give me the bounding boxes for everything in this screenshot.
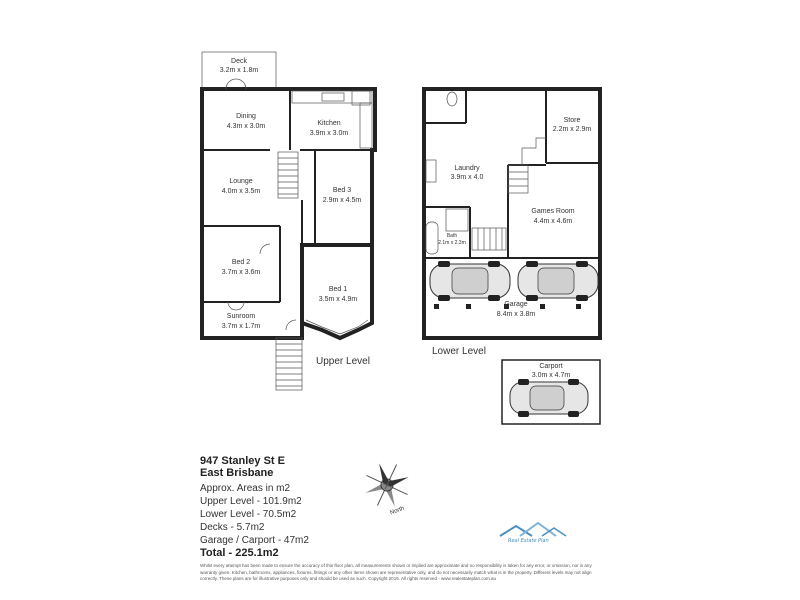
upper-level-plan: Deck 3.2m x 1.8m Dining 4.3m x 3.0m Kitc…	[200, 51, 377, 391]
garage-name: Garage	[504, 301, 527, 308]
sunroom-door	[227, 301, 245, 311]
bed1-name: Bed 1	[329, 286, 347, 293]
sink	[321, 92, 345, 102]
lower-stairs-1	[471, 227, 507, 251]
total-area: Total - 225.1m2	[200, 547, 279, 559]
kitchen-name: Kitchen	[317, 120, 340, 127]
garage-post	[504, 304, 509, 309]
bed2-name: Bed 2	[232, 259, 250, 266]
address-line-1: 947 Stanley St E	[200, 455, 285, 467]
lower-area: Lower Level - 70.5m2	[200, 509, 297, 520]
lower-stairs-2	[507, 137, 546, 194]
garage-post	[466, 304, 471, 309]
kitchen-size: 3.9m x 3.0m	[310, 130, 349, 137]
lower-outer-wall	[422, 87, 602, 340]
dining-size: 4.3m x 3.0m	[227, 123, 266, 130]
bed2-size: 3.7m x 3.6m	[222, 269, 261, 276]
address-line-2: East Brisbane	[200, 467, 274, 479]
front-door	[285, 319, 297, 331]
bed1-size: 3.5m x 4.9m	[319, 296, 358, 303]
property-info: 947 Stanley St E East Brisbane Approx. A…	[200, 455, 340, 560]
bed3-size: 2.9m x 4.5m	[323, 197, 362, 204]
upper-area: Upper Level - 101.9m2	[200, 496, 302, 507]
front-stairs	[275, 337, 303, 391]
garage-car-2	[517, 261, 599, 301]
games-size: 4.4m x 4.6m	[534, 218, 573, 225]
sunroom-name: Sunroom	[227, 313, 256, 320]
bathtub	[425, 221, 439, 255]
real-estate-plan-logo	[499, 521, 567, 537]
disclaimer: Whilst every attempt has been made to en…	[200, 563, 592, 581]
bed3-name: Bed 3	[333, 187, 351, 194]
laundry-size: 3.9m x 4.0	[451, 174, 484, 181]
garage-size: 8.4m x 3.8m	[497, 311, 536, 318]
lower-level-title: Lower Level	[432, 346, 486, 357]
deck-door	[225, 78, 247, 90]
lounge-name: Lounge	[229, 178, 252, 185]
garage-car-1	[429, 261, 511, 301]
dining-name: Dining	[236, 113, 256, 120]
shower	[445, 208, 469, 232]
bed1-wall	[301, 243, 374, 341]
carport-name: Carport	[539, 363, 562, 370]
lounge-size: 4.0m x 3.5m	[222, 188, 261, 195]
sunroom-size: 3.7m x 1.7m	[222, 323, 261, 330]
kitchen-bench	[291, 90, 373, 104]
decks-area: Decks - 5.7m2	[200, 522, 265, 533]
store-size: 2.2m x 2.9m	[553, 126, 592, 133]
upper-internal-stairs	[277, 151, 299, 199]
laundry-tub	[425, 159, 437, 183]
logo-text: Real Estate Plan	[508, 538, 549, 544]
garage-post	[434, 304, 439, 309]
garage-post	[576, 304, 581, 309]
bay-window	[305, 319, 369, 335]
compass-rose-icon	[365, 463, 409, 507]
garage-area: Garage / Carport - 47m2	[200, 535, 309, 546]
lower-level-plan: Store 2.2m x 2.9m Laundry 3.9m x 4.0 Gam…	[422, 87, 602, 357]
kitchen-side-bench	[359, 102, 373, 149]
deck-name: Deck	[231, 58, 247, 65]
store-name: Store	[564, 117, 581, 124]
areas-heading: Approx. Areas in m2	[200, 483, 291, 494]
games-name: Games Room	[531, 208, 574, 215]
stove	[351, 90, 371, 106]
deck-size: 3.2m x 1.8m	[220, 67, 259, 74]
carport-car	[509, 379, 589, 417]
bed2-door	[259, 243, 271, 255]
carport-plan: Carport 3.0m x 4.7m	[501, 359, 601, 425]
bath-name: Bath	[447, 233, 458, 239]
bath-size: 2.1m x 2.3m	[438, 240, 466, 246]
upper-level-title: Upper Level	[316, 356, 370, 367]
toilet	[446, 91, 458, 107]
carport-size: 3.0m x 4.7m	[532, 372, 571, 379]
laundry-name: Laundry	[454, 165, 480, 172]
garage-post	[540, 304, 545, 309]
